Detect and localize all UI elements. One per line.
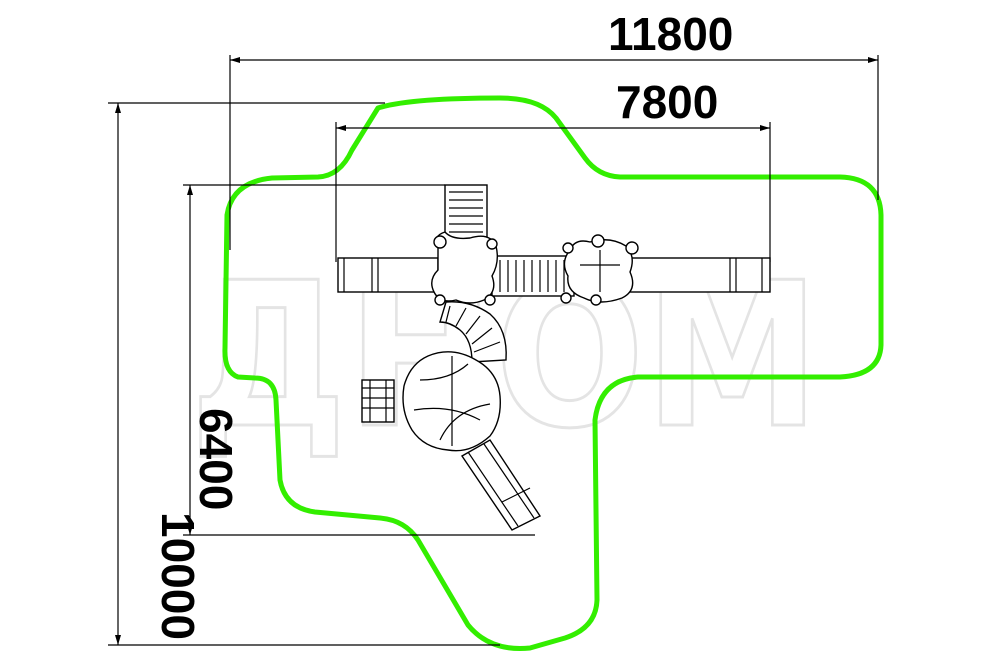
leaf-platform [402,351,501,452]
left-slide [337,257,439,293]
bottom-left-ladder [361,379,395,423]
tower-left [431,231,499,306]
play-equipment [337,184,771,531]
tower-right [560,234,639,306]
stair-step [471,327,493,345]
inner-height-label: 6400 [190,408,242,510]
stair-step [455,307,467,327]
overall-width-label: 11800 [608,8,733,60]
right-slide [629,257,771,293]
dimension-inner-height: 6400 [183,184,535,536]
dimension-inner-width: 7800 [335,76,771,262]
safety-zone-outline [222,95,884,652]
stair-step [445,305,451,323]
dimension-overall-height: 10000 [108,102,500,646]
center-bridge [491,255,575,297]
stair-step [465,315,481,335]
overall-height-label: 10000 [152,512,204,640]
inner-width-label: 7800 [616,76,718,128]
stair-step [473,341,501,353]
dimension-overall-width: 11800 [229,8,879,250]
angled-slide [460,439,542,531]
